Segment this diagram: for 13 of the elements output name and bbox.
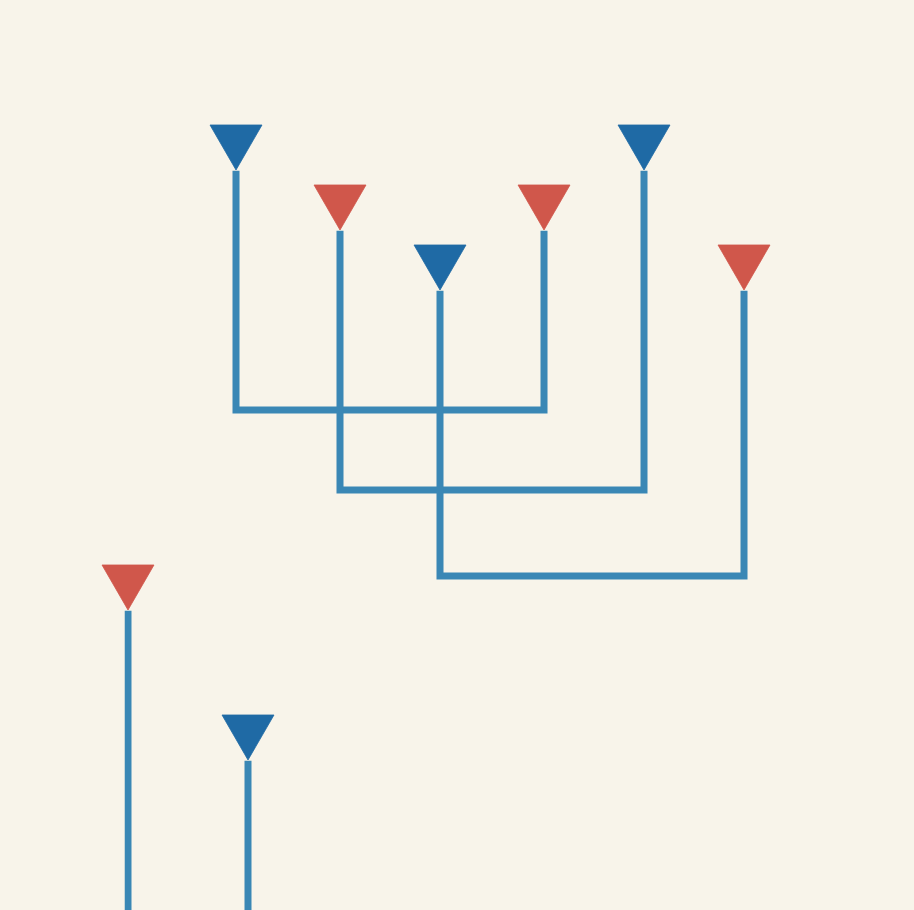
triangle-marker — [617, 124, 671, 171]
connector-line — [232, 170, 548, 414]
triangle-marker — [517, 184, 571, 231]
triangle-marker — [313, 184, 367, 231]
triangle-marker — [101, 564, 155, 611]
triangle-marker — [209, 124, 263, 171]
triangle-marker — [717, 244, 771, 291]
triangle-marker — [221, 714, 275, 761]
connector-line — [436, 290, 748, 580]
connector-line — [244, 760, 252, 910]
connector-line — [336, 170, 648, 494]
connector-line — [124, 610, 132, 910]
triangle-marker — [413, 244, 467, 291]
